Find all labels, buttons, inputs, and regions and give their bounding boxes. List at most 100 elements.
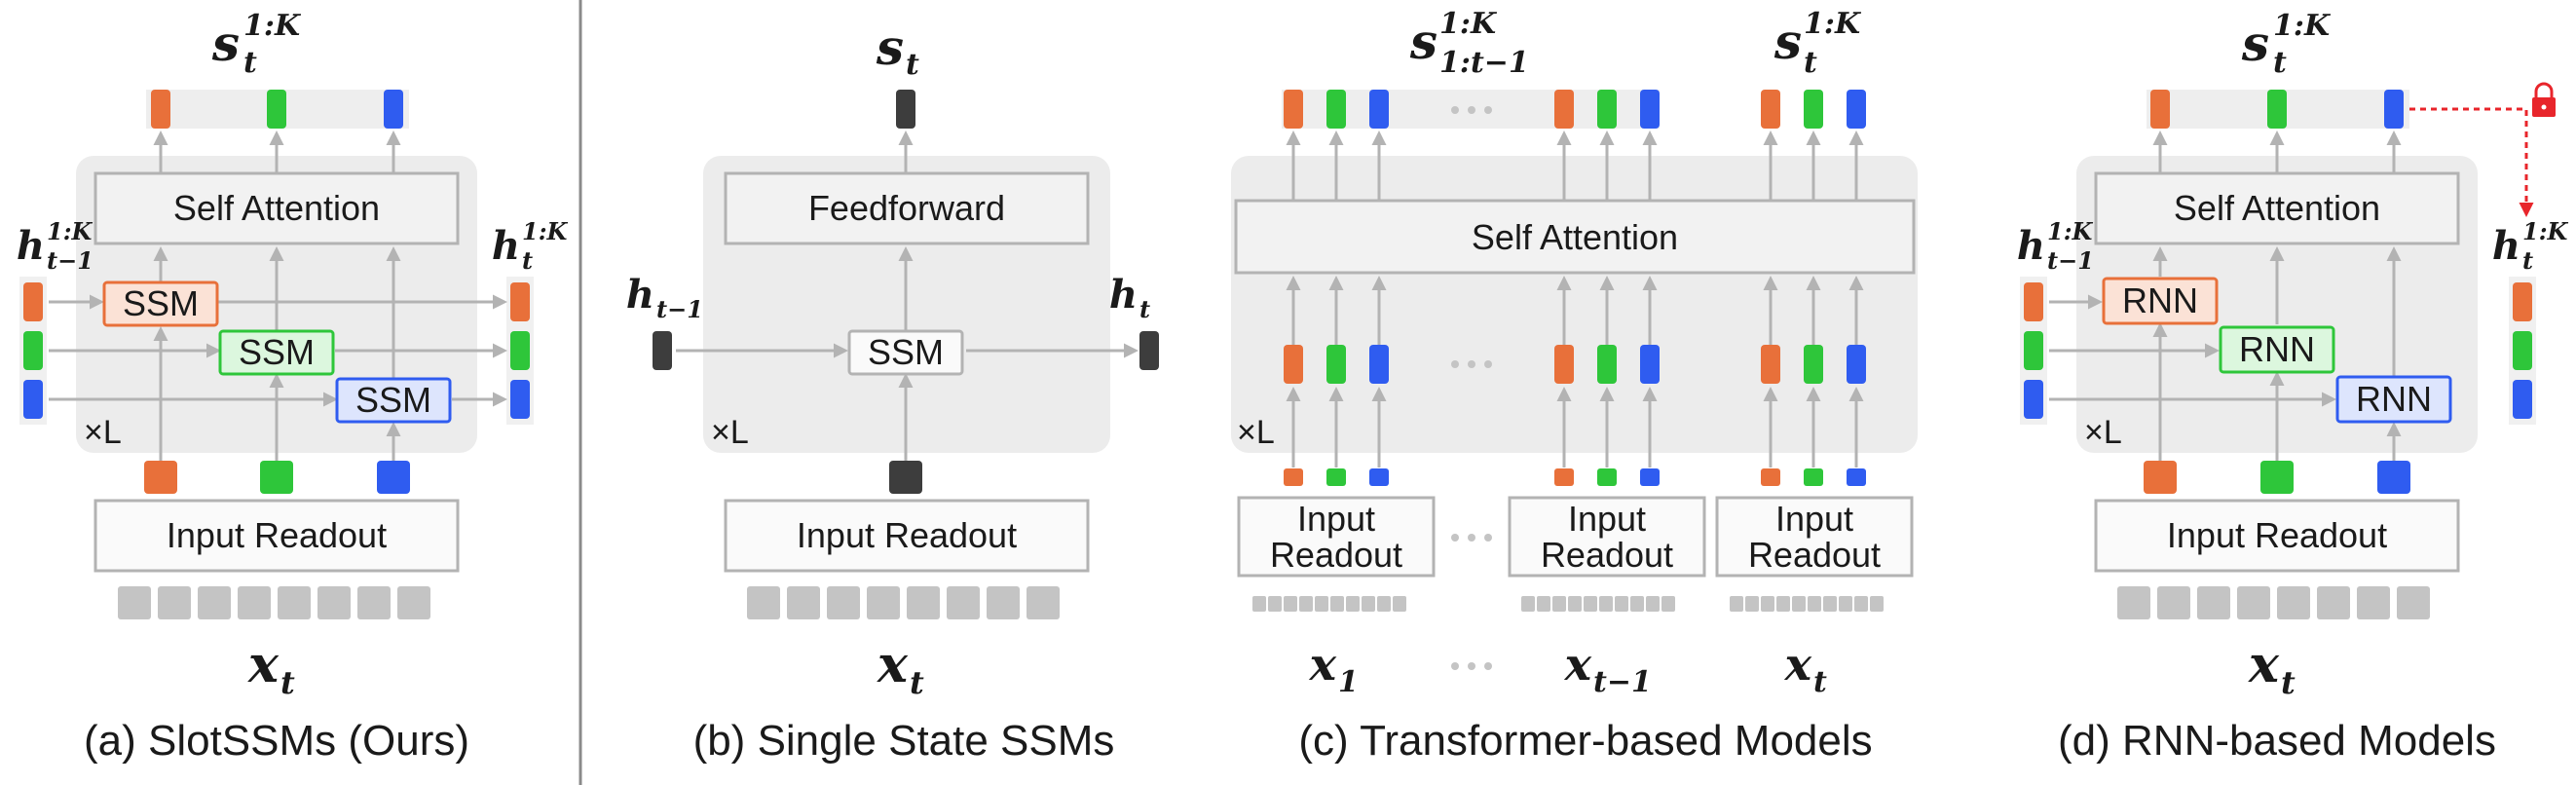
panel-b-output-state xyxy=(896,90,915,129)
panel-d: s 1:K t ×L Self Attention h 1:K t−1 xyxy=(2017,9,2569,765)
panel-c-top-left-label: s xyxy=(1409,13,1437,70)
panel-d-rnn-box-orange xyxy=(2102,277,2219,325)
panel-a-input-token-orange xyxy=(144,461,177,494)
panel-b-right-state: h xyxy=(1109,272,1138,318)
panel-c-self-attention-label: Self Attention xyxy=(1472,217,1678,257)
panel-d-right-sub: t xyxy=(2522,246,2533,275)
panel-c-input-readout-box-2 xyxy=(1508,496,1706,578)
ellipsis-icon xyxy=(1451,360,1492,368)
panel-c-input-sub-3: t xyxy=(1813,665,1827,699)
panel-a-right-sup: 1:K xyxy=(522,217,569,245)
panel-d-self-attention-box xyxy=(2094,171,2460,245)
panel-b-ssm-label: SSM xyxy=(868,332,944,372)
panel-a-input-token-blue xyxy=(377,461,410,494)
panel-c-input-readout-1-line2: Readout xyxy=(1270,535,1402,575)
panel-b-input-token xyxy=(889,461,922,494)
panel-d-caption: (d) RNN-based Models xyxy=(2058,717,2496,765)
panel-b: s t ×L Feedforward h t−1 h t SSM Input R… xyxy=(626,19,1159,765)
panel-d-rnn-label-green: RNN xyxy=(2239,329,2315,369)
panel-a-right-sub: t xyxy=(522,246,533,275)
panel-c-input-readout-1-line1: Input xyxy=(1297,499,1375,539)
panel-d-rnn-label-orange: RNN xyxy=(2122,280,2198,320)
panel-d-output-slot-blue xyxy=(2384,90,2404,129)
panel-c-repeat-label: ×L xyxy=(1237,414,1275,451)
panel-d-right-state: h xyxy=(2492,223,2520,269)
panel-c-input-patches-2 xyxy=(1521,596,1675,612)
panel-d-top-sup: 1:K xyxy=(2273,9,2332,43)
panel-d-left-state: h xyxy=(2017,223,2045,269)
panel-d-input-token-green xyxy=(2260,461,2294,494)
panel-b-input-readout-label: Input Readout xyxy=(797,515,1017,555)
panel-c-input-tokens xyxy=(1284,468,1866,486)
panel-c-input-patches-3 xyxy=(1730,596,1884,612)
lock-icon xyxy=(2532,82,2556,117)
panel-a-right-slot-green xyxy=(510,331,530,370)
panel-c-output-slots xyxy=(1284,90,1866,129)
panel-d-self-attention-label: Self Attention xyxy=(2174,188,2380,228)
panel-c-arrows-up xyxy=(1286,131,1864,201)
panel-a-self-attention-label: Self Attention xyxy=(173,188,380,228)
panel-b-ssm-box xyxy=(847,329,964,376)
panel-d-left-sub: t−1 xyxy=(2047,246,2094,275)
panel-a-left-slot-blue xyxy=(23,380,43,419)
panel-b-left-state: h xyxy=(626,272,654,318)
panel-c-self-attention-box xyxy=(1234,199,1916,275)
panel-d-output-slot-green xyxy=(2267,90,2287,129)
ellipsis-icon xyxy=(1451,106,1492,114)
panel-d-right-slot-green xyxy=(2513,331,2532,370)
panel-a-right-slot-blue xyxy=(510,380,530,419)
panel-b-right-state-token xyxy=(1139,331,1159,370)
panel-a-right-state: h xyxy=(492,223,520,269)
panel-a-input-readout-label: Input Readout xyxy=(167,515,387,555)
panel-a-input-var: x xyxy=(247,635,280,694)
panel-c-input-readout-3-line2: Readout xyxy=(1748,535,1881,575)
ellipsis-icon xyxy=(1451,662,1492,670)
panel-d-input-token-blue xyxy=(2377,461,2410,494)
panel-d-top-label: s xyxy=(2241,15,2269,72)
panel-d-input-var: x xyxy=(2248,635,2280,694)
panel-d-input-sub: t xyxy=(2281,664,2296,701)
ellipsis-icon xyxy=(1451,534,1492,542)
panel-c-input-var-2: x xyxy=(1564,638,1592,691)
panel-c-input-readout-2-line2: Readout xyxy=(1541,535,1673,575)
panel-b-feedforward-box xyxy=(724,171,1090,245)
panel-d-right-slot-blue xyxy=(2513,380,2532,419)
panel-a-input-sub: t xyxy=(280,664,295,701)
panel-a-ssm-label-green: SSM xyxy=(239,332,315,372)
panel-a-top-sub: t xyxy=(243,46,257,80)
panel-d-input-readout-box xyxy=(2094,499,2460,573)
panel-c-input-var-1: x xyxy=(1309,638,1337,691)
panel-a-left-sup: 1:K xyxy=(47,217,93,245)
panel-a-ssm-box-blue xyxy=(335,377,452,424)
panel-d-rnn-box-green xyxy=(2219,325,2335,374)
panel-d-input-patches xyxy=(2117,586,2430,619)
panel-a-caption: (a) SlotSSMs (Ours) xyxy=(84,717,469,765)
panel-b-input-sub: t xyxy=(910,664,924,701)
panel-b-input-patches xyxy=(747,586,1060,619)
panel-d-left-slot-blue xyxy=(2024,380,2043,419)
panel-c-input-readout-box-3 xyxy=(1715,496,1914,578)
panel-c-input-readout-2-line1: Input xyxy=(1568,499,1646,539)
panel-a-output-slot-blue xyxy=(384,90,403,129)
panel-a-repeat-label: ×L xyxy=(84,414,122,451)
panel-b-right-sub: t xyxy=(1139,295,1150,323)
panel-c-input-readout-3-line1: Input xyxy=(1775,499,1853,539)
panel-a-right-slot-orange xyxy=(510,282,530,321)
panel-a-top-label: s xyxy=(211,15,240,72)
panel-d-repeat-label: ×L xyxy=(2084,414,2122,451)
panel-c-top-right-sup: 1:K xyxy=(1804,7,1862,41)
panel-d-rnn-box-blue xyxy=(2335,375,2452,424)
panel-c-input-readout-box-1 xyxy=(1237,496,1436,578)
panel-c: s 1:K 1:t−1 s 1:K t ×L xyxy=(1231,7,1918,765)
panel-a-ssm-box-green xyxy=(218,329,335,376)
panel-a-self-attention-box xyxy=(93,171,460,245)
panel-d-input-token-orange xyxy=(2144,461,2177,494)
panel-d-recurrent-connection xyxy=(2409,107,2534,217)
panel-c-input-sub-2: t−1 xyxy=(1593,665,1652,699)
panel-b-top-sub: t xyxy=(906,48,919,82)
panel-a-left-sub: t−1 xyxy=(47,246,93,275)
panel-d-left-slot-orange xyxy=(2024,282,2043,321)
panel-b-repeat-label: ×L xyxy=(711,414,749,451)
